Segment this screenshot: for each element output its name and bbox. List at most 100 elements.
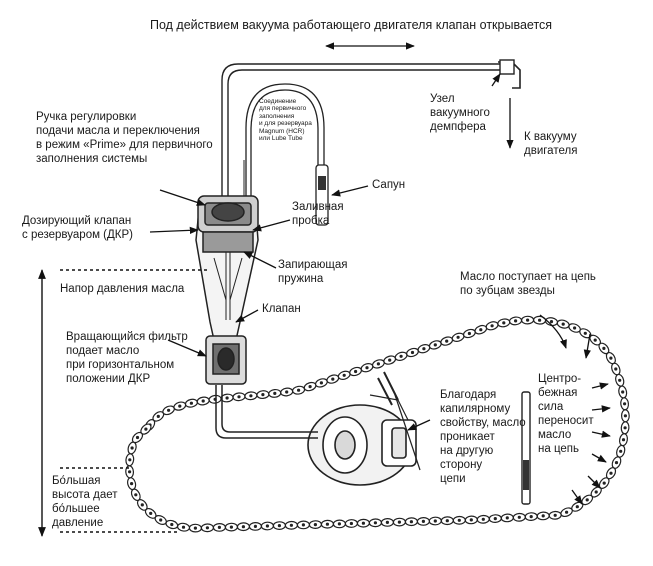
dosing-valve-label: Дозирующий клапан с резервуаром (ДКР) [22,215,134,241]
chain-pin [217,525,221,530]
chain-pin [193,526,197,530]
chain-guard [521,391,531,505]
chain-pin [456,335,460,339]
chain-pin [549,320,554,324]
chain-pin [308,385,312,389]
chain-pin [178,404,182,408]
dosing-reservoir [195,195,259,385]
chain-pin [205,526,209,530]
chain-pin [301,523,305,527]
chain-links [125,315,630,533]
chain-pin [623,402,627,406]
chain-pin [181,525,186,529]
chain-pin [421,519,425,524]
chain-pin [189,401,193,405]
capillary-label: Благодаря капилярному свойству, масло пр… [440,389,526,485]
chain-pin [410,350,415,355]
chain-pin [561,322,565,326]
vacuum-line [221,59,521,210]
chain-pin [422,347,426,351]
chain-pin [397,520,401,524]
oil-hose [215,385,318,439]
chain-pin [409,520,413,524]
chain-pin [201,399,205,403]
chain-pin [156,414,160,418]
top-caption: Под действием вакуума работающего двигат… [150,18,553,32]
chain-pin [249,394,253,398]
chain-pin [479,328,483,332]
chain-pin [609,471,613,475]
chain-pin [619,449,623,453]
chain-pin [130,482,134,486]
chain-pin [159,518,163,522]
chain-pin [517,515,521,519]
chain-pin [331,377,335,381]
chain-pin [149,511,153,515]
engine-vacuum-label: К вакууму двигателя [524,131,578,157]
chain-pin [349,521,353,526]
chain-pin [514,319,518,323]
chain-pin [285,390,289,394]
chain-pin [526,318,530,322]
greater-height-label: Бо́льшая высота дает бо́льшее давление [52,475,118,529]
chain-pin [237,395,241,399]
chain-pin [319,381,323,385]
chain-pin [399,354,403,358]
chain-pin [337,522,341,526]
chain-pin [140,503,144,507]
chain-pin [541,514,545,518]
chain-pin [361,521,365,525]
chain-pin [481,517,485,521]
chain-pin [573,326,577,330]
chain-pin [170,522,174,527]
chain-pin [575,505,579,509]
chain-pin [277,524,281,528]
chain-pin [602,346,606,350]
chain-pin [365,366,369,370]
chain-pin [289,523,293,527]
oil-to-chain-label: Масло поступает на цепь по зубцам звезды [460,271,596,297]
chain-pin [167,408,171,412]
chain-pin [490,324,494,328]
chain-pin [229,525,233,529]
adjust-knob-label: Ручка регулировки подачи масла и переклю… [36,111,213,165]
chain-pin [297,388,301,392]
chain-pin [265,524,269,528]
chain-pin [325,522,329,526]
chain-pin [538,318,542,322]
chain-pin [602,481,606,485]
chain-pin [502,321,506,325]
chain-pin [261,393,265,397]
chain-pin [565,510,569,514]
chain-pin [457,518,461,522]
chain-pin [593,338,597,342]
chain-pin [241,525,245,529]
chain-pin [585,498,589,502]
chain-pin [144,427,148,431]
chain-pin [388,358,392,362]
chain-pin [130,446,134,450]
rear-sprocket [307,371,421,486]
chain-pin [469,518,473,522]
pressure-head-label: Напор давления масла [60,283,185,295]
chain-pin [373,521,377,525]
pressure-height-scale [38,269,210,537]
chain-pin [467,331,471,336]
chain-pin [128,470,132,474]
chain-pin [445,519,449,523]
locking-spring-label: Запирающая пружина [278,259,348,285]
chain-pin [614,367,618,371]
chain-pin [445,339,449,343]
chain-pin [135,435,140,440]
fill-plug-label: Заливная пробка [292,201,344,227]
centrifugal-label: Центро- бежная сила переносит масло на ц… [538,373,594,455]
breather-label: Сапун [372,179,406,191]
chain-pin [134,493,138,497]
chain-pin [354,369,358,374]
chain-pin [433,343,437,347]
chain-pin [623,414,628,418]
chain-pin [621,390,625,394]
chain-pin [128,458,132,462]
